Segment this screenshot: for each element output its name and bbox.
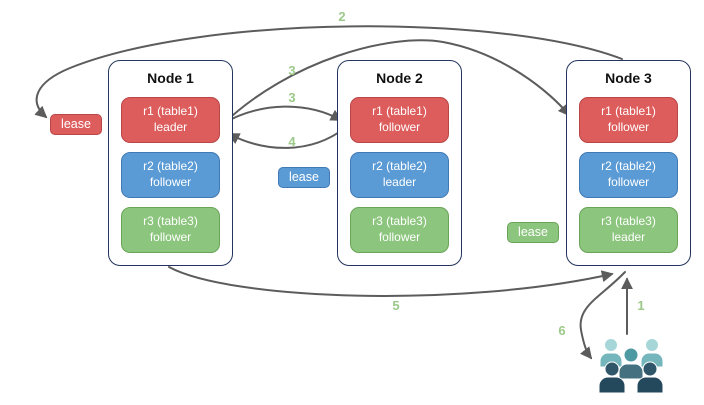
arrow-step-2 [34,25,623,119]
replica-role: leader [611,230,646,244]
node-2-box: Node 2 r1 (table1) follower r2 (table2) … [337,60,462,266]
replica-name: r3 (table3) [372,214,427,229]
lease-tag-r2: lease [278,167,330,188]
lease-tag-r3: lease [507,222,559,243]
node2-replica-r2: r2 (table2) leader [350,152,449,198]
replica-name: r1 (table1) [143,104,198,119]
replica-role: leader [382,175,417,189]
node1-replica-r1: r1 (table1) leader [121,97,220,143]
node-1-box: Node 1 r1 (table1) leader r2 (table2) fo… [108,60,233,266]
replica-role: follower [149,230,192,244]
node-3-replicas: r1 (table1) follower r2 (table2) followe… [579,97,678,253]
node-2-replicas: r1 (table1) follower r2 (table2) leader … [350,97,449,253]
node3-replica-r2: r2 (table2) follower [579,152,678,198]
step-label-2: 2 [338,9,346,24]
node-1-replicas: r1 (table1) leader r2 (table2) follower … [121,97,220,253]
step-label-1: 1 [637,298,645,313]
lease-tag-r1: lease [50,114,102,135]
replica-name: r2 (table2) [601,159,656,174]
replica-name: r1 (table1) [372,104,427,119]
arrow-step-6 [579,271,626,360]
step-label-5: 5 [392,298,400,313]
arrow-step-3-to-node3 [221,39,571,126]
arrow-step-3-to-node2 [221,105,343,125]
node-1-title: Node 1 [147,70,194,86]
replica-name: r2 (table2) [143,159,198,174]
node1-replica-r3: r3 (table3) follower [121,207,220,253]
arrow-step-5 [168,266,614,297]
node-3-box: Node 3 r1 (table1) follower r2 (table2) … [566,60,691,266]
replica-role: follower [607,175,650,189]
node2-replica-r3: r3 (table3) follower [350,207,449,253]
replica-role: follower [378,230,421,244]
node1-replica-r2: r2 (table2) follower [121,152,220,198]
replica-role: follower [607,120,650,134]
step-label-6: 6 [558,323,566,338]
node3-replica-r3: r3 (table3) leader [579,207,678,253]
replica-role: leader [153,120,188,134]
step-label-4: 4 [288,134,296,149]
replica-name: r3 (table3) [601,214,656,229]
replica-role: follower [378,120,421,134]
node2-replica-r1: r1 (table1) follower [350,97,449,143]
step-label-3a: 3 [288,63,296,78]
replica-name: r1 (table1) [601,104,656,119]
replica-name: r2 (table2) [372,159,427,174]
step-label-3b: 3 [288,90,296,105]
arrow-step-4 [227,127,346,149]
node3-replica-r1: r1 (table1) follower [579,97,678,143]
users-icon [598,338,664,394]
replica-role: follower [149,175,192,189]
node-2-title: Node 2 [376,70,423,86]
node-3-title: Node 3 [605,70,652,86]
replica-name: r3 (table3) [143,214,198,229]
